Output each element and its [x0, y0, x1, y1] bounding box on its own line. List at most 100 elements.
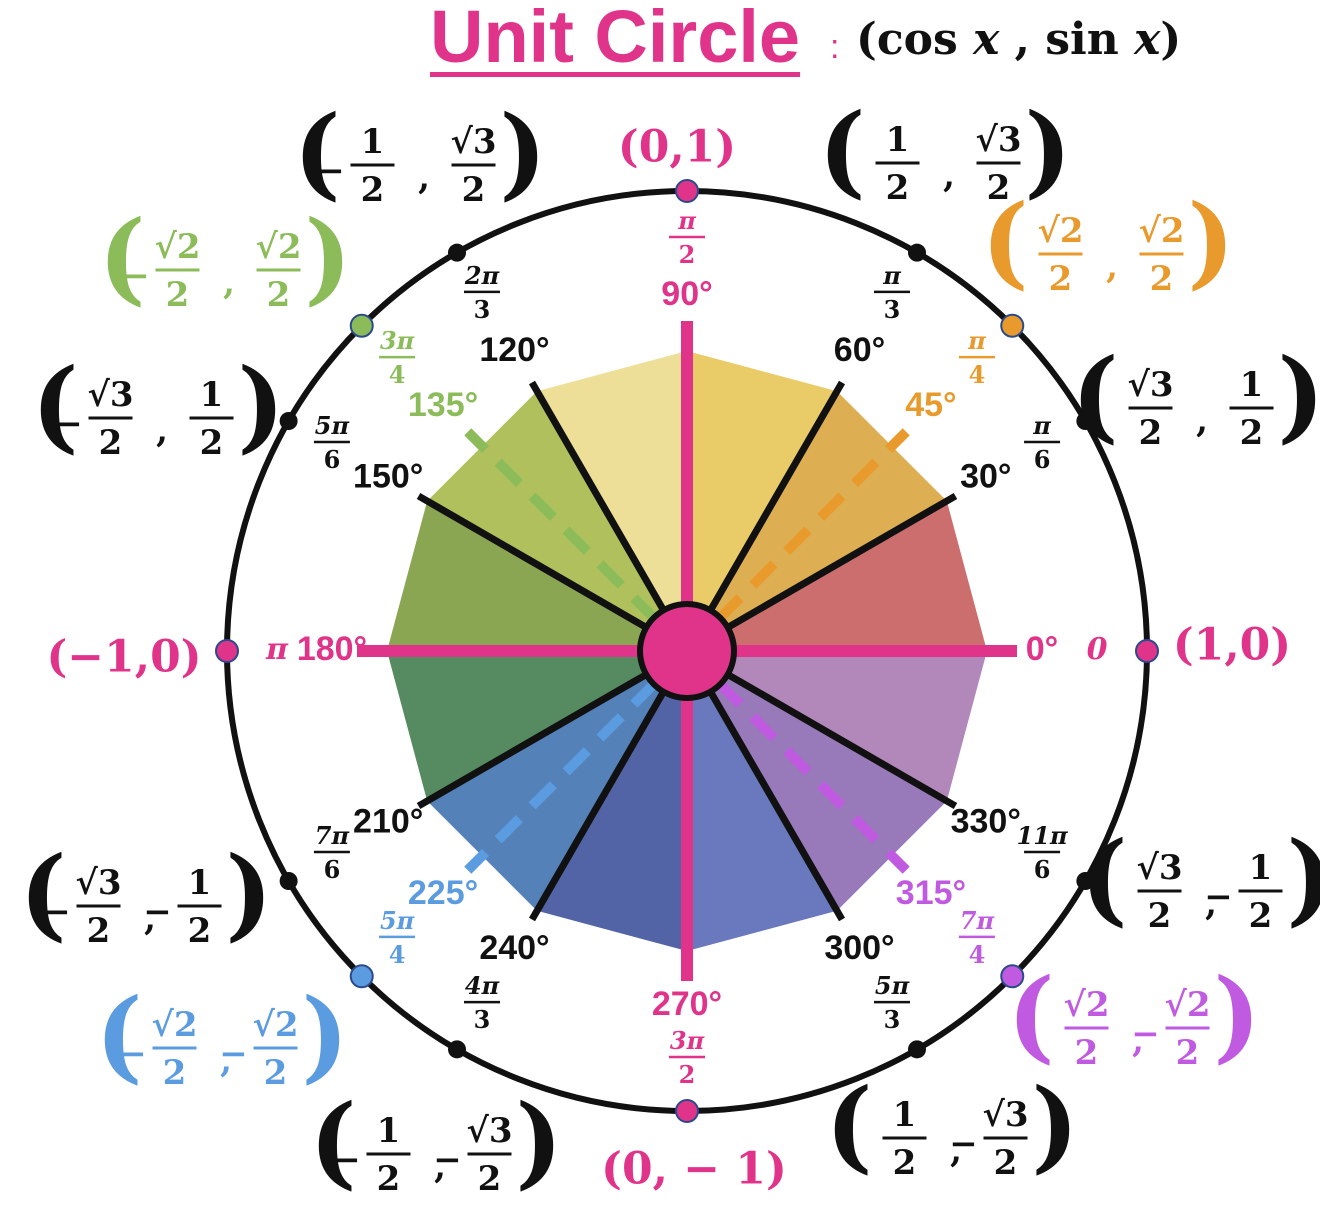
- coord-right-paren: ): [1213, 956, 1260, 1074]
- coord-sign: −: [121, 256, 150, 296]
- color-wheel: [387, 351, 987, 951]
- radian-numerator: π: [265, 632, 289, 667]
- coord-text: (0,1): [618, 122, 736, 173]
- radian-numerator: 7π: [315, 821, 350, 850]
- radian-numerator: 5π: [315, 411, 350, 440]
- coord-sign: −: [1131, 1014, 1160, 1054]
- origin-point: [637, 601, 737, 701]
- coord-right-paren: ): [301, 976, 348, 1094]
- subtitle-var-x1: x: [973, 14, 1000, 65]
- radian-label-90: π2: [669, 206, 705, 269]
- coord-label-180: (−1,0): [46, 632, 201, 683]
- radian-label-270: 3π2: [669, 1026, 705, 1089]
- radian-numerator: π: [1032, 411, 1051, 440]
- coord-label-225: ()−√22−√22,: [95, 976, 348, 1094]
- coord-label-270: (0, − 1): [601, 1144, 787, 1195]
- coord-sign: −: [1204, 877, 1233, 917]
- coord-label-300: ()12−√32,: [825, 1066, 1078, 1184]
- radian-denominator: 2: [679, 1060, 696, 1089]
- radian-numerator: π: [882, 261, 901, 290]
- radian-label-135: 3π4: [379, 326, 416, 389]
- point-270: [675, 1099, 699, 1123]
- coord-denominator: 2: [1075, 1033, 1099, 1073]
- coord-denominator: 2: [377, 1159, 401, 1199]
- coord-label-330: ()√32−12,: [1080, 819, 1320, 937]
- point-240: [448, 1040, 466, 1059]
- radian-label-45: π4: [958, 326, 995, 389]
- radian-denominator: 4: [389, 360, 406, 389]
- coord-denominator: 2: [987, 168, 1011, 208]
- point-180: [215, 639, 239, 663]
- radian-numerator: 4π: [465, 971, 500, 1000]
- radian-label-225: 5π4: [379, 906, 416, 969]
- radian-denominator: 3: [884, 1005, 901, 1034]
- coord-numerator: 1: [886, 120, 910, 160]
- radian-numerator: 7π: [960, 906, 995, 935]
- radian-label-0: 0: [1087, 632, 1108, 667]
- radian-label-150: 5π6: [313, 411, 350, 474]
- degree-label-300: 300°: [824, 929, 894, 967]
- coord-denominator: 2: [87, 911, 111, 951]
- coord-numerator: √3: [1136, 848, 1182, 888]
- wheel-sector: [687, 351, 837, 651]
- degree-label-90: 90°: [661, 275, 712, 313]
- point-45: [1000, 313, 1025, 338]
- spoke-150: [416, 492, 650, 632]
- coord-denominator: 2: [361, 170, 385, 210]
- coord-label-315: ()√22−√22,: [1007, 956, 1260, 1074]
- subtitle-var-x2: x: [1134, 14, 1161, 65]
- coord-denominator: 2: [99, 423, 123, 463]
- coordinate-labels: (1,0)()√3212,()√22√22,()12√32,(0,1)()−12…: [19, 91, 1320, 1200]
- point-300: [908, 1040, 926, 1059]
- radian-numerator: π: [967, 326, 986, 355]
- radian-label-315: 7π4: [958, 906, 995, 969]
- point-210: [279, 872, 298, 890]
- radian-denominator: 6: [1034, 855, 1051, 884]
- spoke-210: [416, 670, 650, 810]
- coord-numerator: √3: [450, 122, 496, 162]
- coord-comma: ,: [1196, 401, 1208, 441]
- coord-numerator: √3: [975, 120, 1021, 160]
- point-90: [675, 179, 699, 203]
- coord-label-120: ()−12√32,: [293, 93, 546, 211]
- radian-denominator: 4: [969, 940, 986, 969]
- coord-denominator: 2: [267, 275, 291, 315]
- radian-label-60: π3: [874, 261, 910, 324]
- degree-label-225: 225°: [408, 874, 478, 912]
- radian-label-300: 5π3: [874, 971, 910, 1034]
- degree-label-60: 60°: [834, 331, 885, 369]
- radian-label-30: π6: [1024, 411, 1061, 474]
- coord-denominator: 2: [1139, 413, 1163, 453]
- coord-sign: −: [54, 404, 83, 444]
- coord-left-paren: (: [98, 198, 145, 316]
- point-315: [1000, 964, 1025, 989]
- degree-label-135: 135°: [408, 386, 478, 424]
- coord-comma: ,: [418, 158, 430, 198]
- coord-comma: ,: [1205, 884, 1217, 924]
- coord-comma: ,: [1132, 1021, 1144, 1061]
- coord-right-paren: ): [225, 834, 272, 952]
- spoke-60: [706, 380, 846, 614]
- radian-denominator: 3: [884, 295, 901, 324]
- degree-label-30: 30°: [960, 457, 1011, 495]
- degree-label-45: 45°: [905, 386, 956, 424]
- radian-numerator: 2π: [464, 261, 500, 290]
- coord-right-paren: ): [515, 1082, 562, 1200]
- coord-numerator: 1: [893, 1095, 917, 1135]
- coord-numerator: √2: [252, 1005, 298, 1045]
- degree-label-270: 270°: [652, 985, 722, 1023]
- coord-numerator: √2: [1164, 985, 1210, 1025]
- coord-right-paren: ): [1187, 182, 1234, 300]
- degree-label-240: 240°: [479, 929, 549, 967]
- spoke-330: [724, 670, 958, 810]
- spoke-225: [464, 679, 659, 874]
- coord-right-paren: ): [499, 93, 546, 211]
- coord-sign: −: [219, 1034, 248, 1074]
- coord-numerator: √2: [151, 1005, 197, 1045]
- coord-label-60: ()12√32,: [818, 91, 1071, 209]
- coord-label-45: ()√22√22,: [981, 182, 1234, 300]
- page-title: Unit Circle: [430, 0, 801, 78]
- coord-right-paren: ): [304, 198, 351, 316]
- spoke-45: [715, 428, 910, 623]
